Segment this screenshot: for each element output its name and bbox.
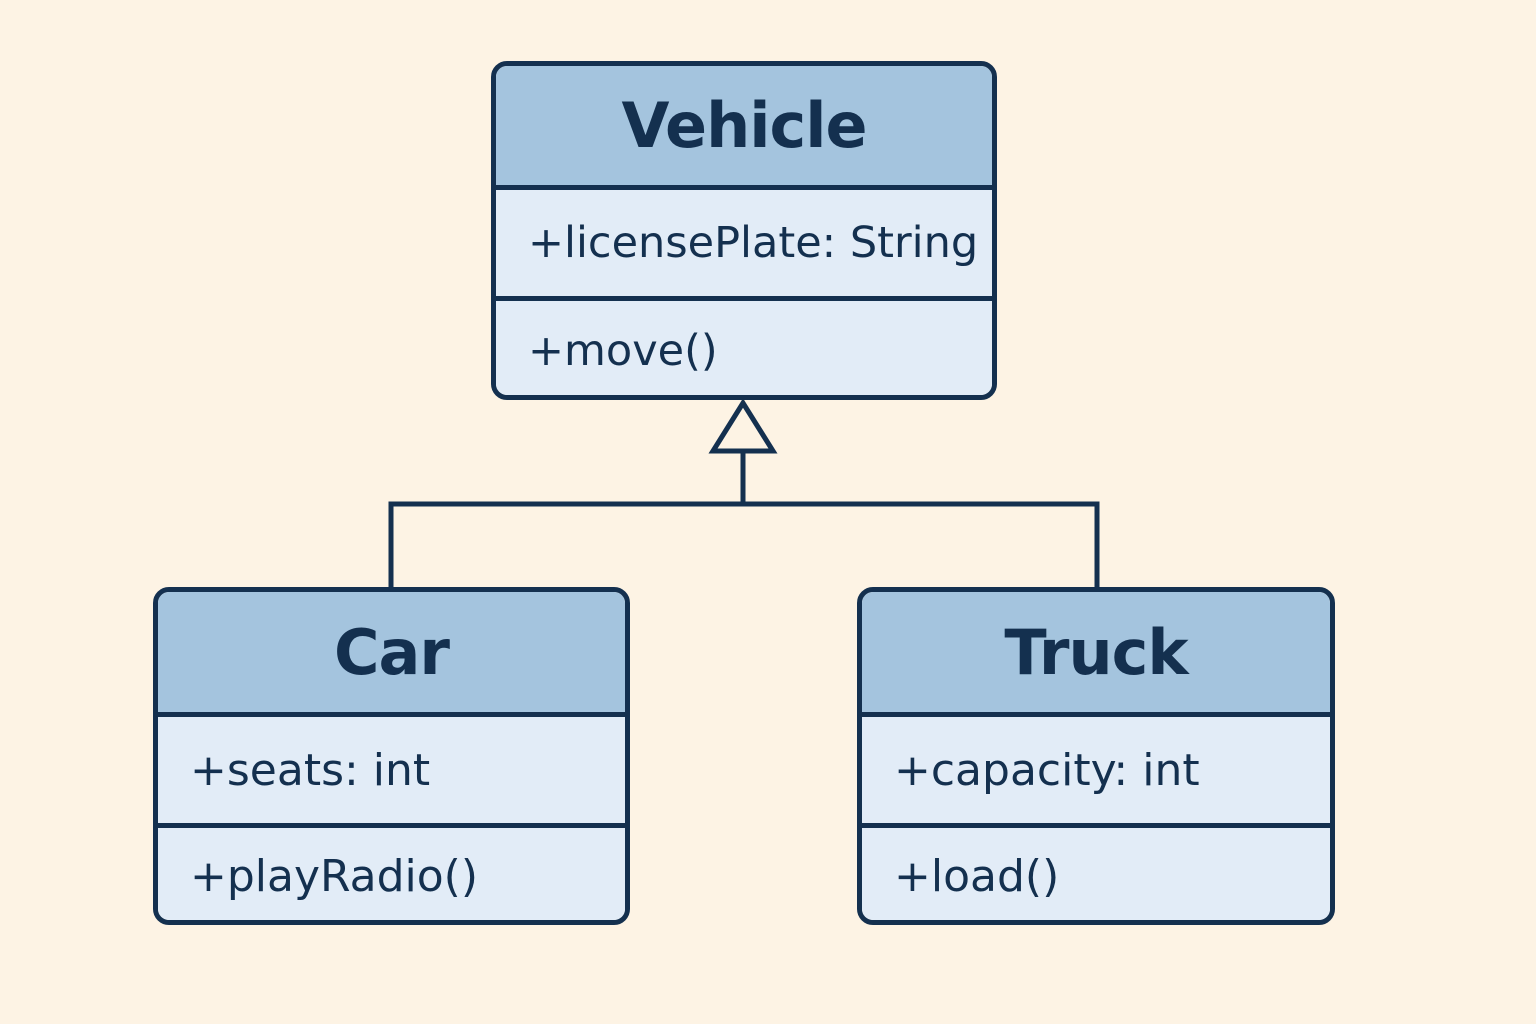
operation: +playRadio() <box>190 851 478 902</box>
operation: +load() <box>894 851 1060 902</box>
class-box-car[interactable]: Car +seats: int +playRadio() <box>153 587 630 925</box>
operations-compartment: +load() <box>862 828 1330 920</box>
attributes-compartment: +seats: int <box>158 717 625 828</box>
operation: +move() <box>528 325 718 376</box>
class-box-vehicle[interactable]: Vehicle +licensePlate: String +move() <box>491 61 997 400</box>
class-name: Vehicle <box>621 89 867 162</box>
class-box-truck[interactable]: Truck +capacity: int +load() <box>857 587 1335 925</box>
class-name-compartment: Vehicle <box>496 66 992 190</box>
operations-compartment: +move() <box>496 301 992 395</box>
class-name-compartment: Truck <box>862 592 1330 717</box>
attributes-compartment: +licensePlate: String <box>496 190 992 301</box>
operations-compartment: +playRadio() <box>158 828 625 920</box>
class-name: Car <box>334 615 450 689</box>
attribute: +capacity: int <box>894 744 1200 796</box>
class-name: Truck <box>1004 615 1188 689</box>
attribute: +seats: int <box>190 744 431 796</box>
attributes-compartment: +capacity: int <box>862 717 1330 828</box>
attribute: +licensePlate: String <box>528 218 979 268</box>
class-name-compartment: Car <box>158 592 625 717</box>
car-inheritance-line <box>388 501 743 589</box>
truck-inheritance-line <box>743 501 1100 589</box>
generalization-arrowhead <box>708 398 778 454</box>
